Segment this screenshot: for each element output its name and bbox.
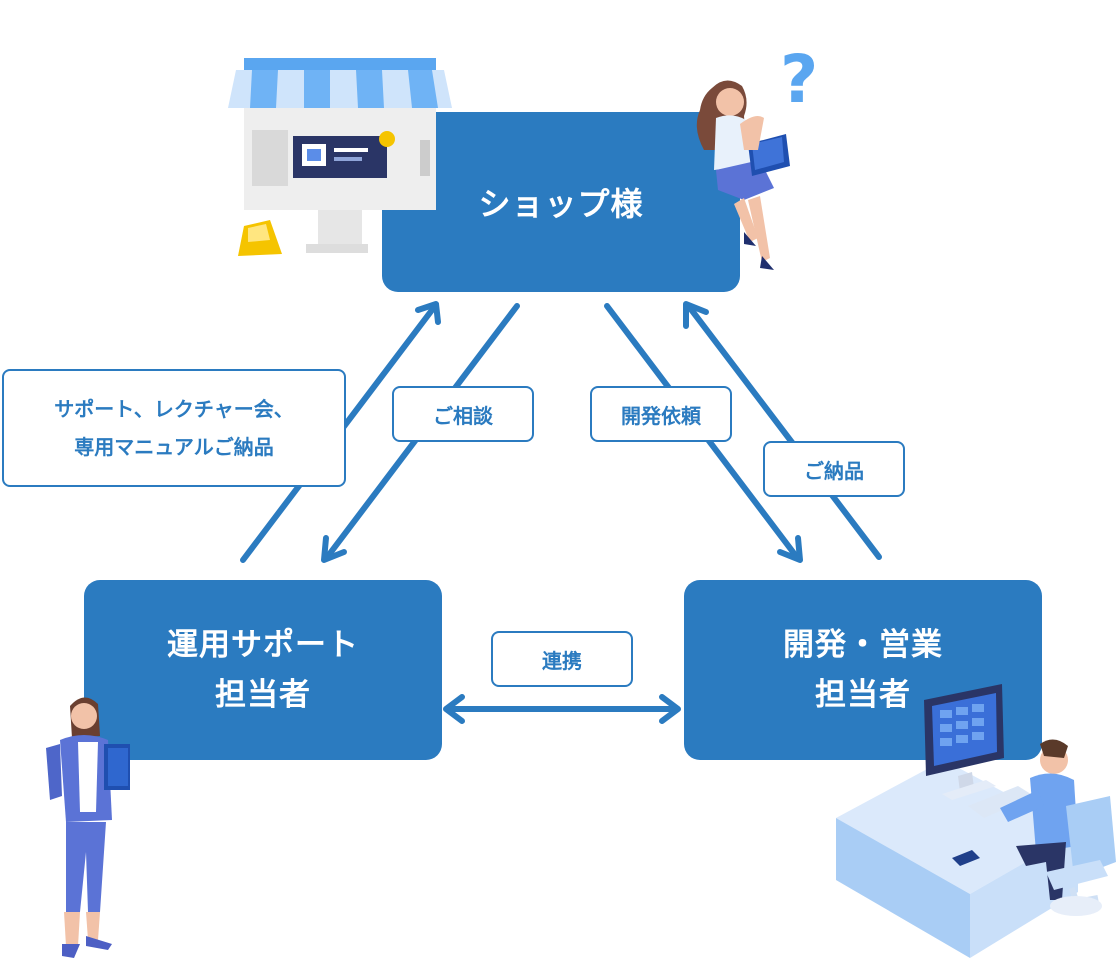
arrow-dev-to-shop	[687, 305, 882, 560]
edge-label-deliver: ご納品	[763, 441, 905, 497]
man-at-desk-icon	[836, 684, 1116, 958]
edge-label-request: 開発依頼	[590, 386, 732, 442]
edge-label-support-line1: サポート、レクチャー会、	[54, 397, 294, 421]
edge-label-support-line2: 専用マニュアルご納品	[74, 435, 274, 459]
edge-label-support: サポート、レクチャー会、 専用マニュアルご納品	[2, 369, 346, 487]
node-operations-support: 運用サポート 担当者	[84, 580, 442, 760]
node-dev-line1: 開発・営業	[783, 627, 943, 663]
arrowhead-ops-to-shop	[415, 301, 441, 325]
node-ops-line2: 担当者	[215, 677, 311, 713]
question-mark-icon: ?	[780, 41, 818, 118]
node-shop: ショップ様	[382, 112, 740, 292]
woman-with-book-icon	[46, 697, 130, 958]
arrowhead-link-right	[659, 694, 681, 724]
arrowhead-shop-to-dev	[777, 535, 803, 563]
svg-text:?: ?	[780, 41, 818, 118]
node-ops-line1: 運用サポート	[167, 627, 359, 663]
arrowhead-dev-to-shop	[683, 301, 709, 329]
edge-label-link: 連携	[491, 631, 633, 687]
arrowhead-link-left	[443, 694, 465, 724]
storefront-icon	[228, 58, 452, 256]
node-shop-label: ショップ様	[478, 185, 644, 223]
woman-with-laptop-icon	[696, 80, 790, 270]
edge-label-consult: ご相談	[392, 386, 534, 442]
node-dev-line2: 担当者	[815, 677, 911, 713]
arrowhead-shop-to-ops	[321, 535, 347, 563]
